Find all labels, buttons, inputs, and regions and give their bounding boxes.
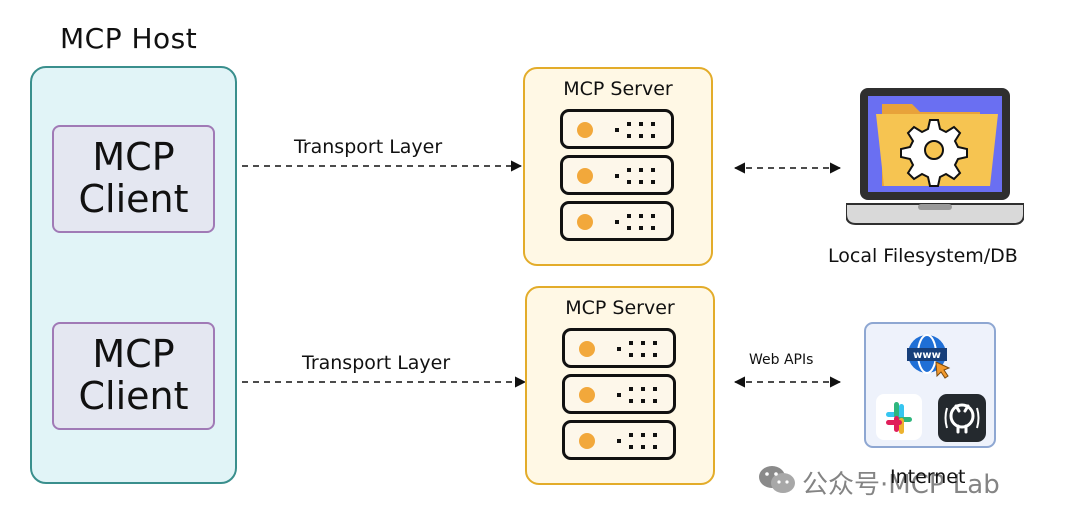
server-title: MCP Server — [565, 297, 675, 319]
status-led-icon — [579, 387, 595, 403]
vent-dots-icon — [615, 168, 655, 184]
github-icon — [938, 394, 986, 442]
vent-dots-icon — [615, 122, 655, 138]
status-led-icon — [579, 341, 595, 357]
server-title: MCP Server — [563, 78, 673, 100]
transport-layer-label-2: Transport Layer — [302, 352, 451, 374]
internet-label: Internet — [890, 466, 966, 488]
laptop-folder-icon — [846, 88, 1024, 225]
vent-dots-icon — [615, 214, 655, 230]
transport-layer-label-1: Transport Layer — [294, 136, 443, 158]
vent-dots-icon — [617, 341, 657, 357]
www-text: www — [913, 350, 941, 361]
mcp-server-1[interactable]: MCP Server — [523, 67, 713, 266]
slack-icon — [876, 394, 922, 440]
local-filesystem-label: Local Filesystem/DB — [828, 245, 1018, 267]
host-title: MCP Host — [60, 22, 198, 55]
server-rack-unit — [562, 374, 676, 414]
server-rack-unit — [560, 155, 674, 195]
status-led-icon — [577, 214, 593, 230]
server-rack-unit — [560, 109, 674, 149]
internet-services-box[interactable]: www — [864, 322, 996, 448]
vent-dots-icon — [617, 387, 657, 403]
client-label-line1: MCP — [92, 332, 175, 377]
mcp-client-2[interactable]: MCP Client — [52, 322, 215, 430]
client-label-line1: MCP — [92, 135, 175, 180]
mcp-client-1[interactable]: MCP Client — [52, 125, 215, 233]
web-apis-label: Web APIs — [749, 352, 814, 368]
mcp-server-2[interactable]: MCP Server — [525, 286, 715, 485]
server-rack-unit — [560, 201, 674, 241]
www-globe-icon: www — [907, 334, 951, 379]
vent-dots-icon — [617, 433, 657, 449]
server-rack-unit — [562, 420, 676, 460]
server-rack-unit — [562, 328, 676, 368]
status-led-icon — [579, 433, 595, 449]
wechat-icon — [759, 466, 795, 493]
status-led-icon — [577, 122, 593, 138]
client-label-line2: Client — [78, 374, 189, 418]
client-label-line2: Client — [78, 177, 189, 221]
watermark-text: 公众号·MCP Lab — [802, 470, 1000, 500]
status-led-icon — [577, 168, 593, 184]
